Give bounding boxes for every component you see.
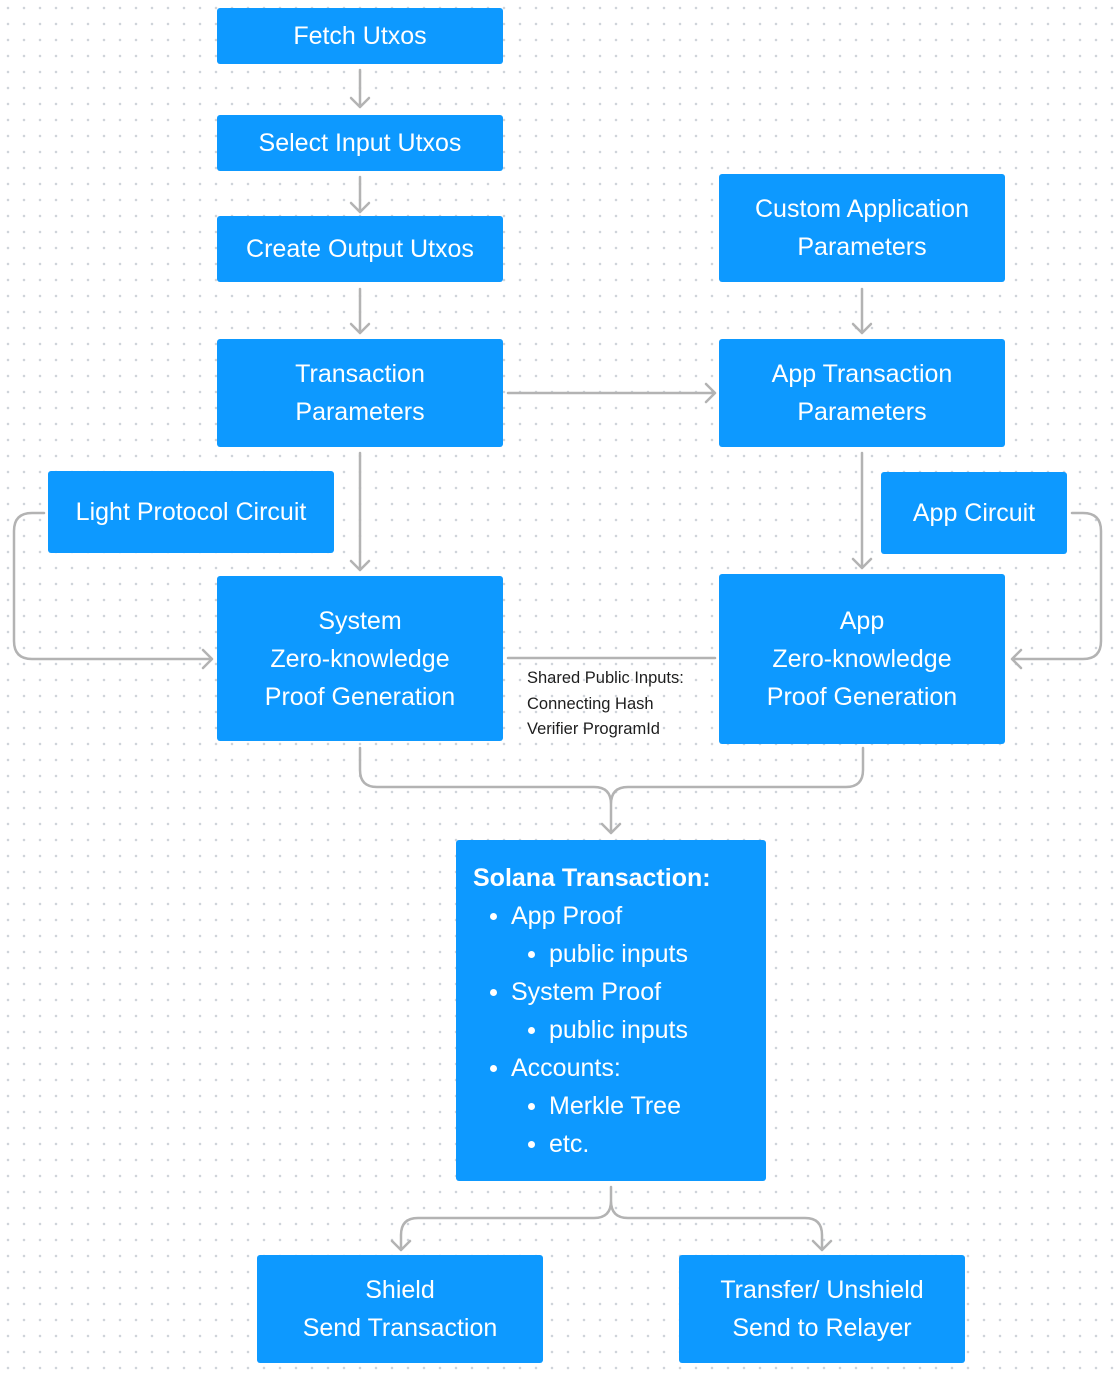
system-zk-proof-generation-label: System Zero-knowledge Proof Generation [264, 606, 456, 711]
shared-public-inputs-annotation: Shared Public Inputs: Connecting Hash Ve… [527, 666, 684, 743]
arrow-txparams-to-apptx [506, 382, 717, 404]
app-zk-proof-generation-label: App Zero-knowledge Proof Generation [766, 607, 958, 711]
transfer-unshield-label: Transfer/ Unshield Send to Relayer [720, 1276, 924, 1342]
shield-label: Shield Send Transaction [302, 1276, 498, 1342]
arrow-appcircuit-to-appzk [1010, 511, 1103, 670]
light-protocol-circuit-label: Light Protocol Circuit [75, 498, 307, 526]
list-subitem-etc: etc. [473, 1125, 766, 1163]
arrow-custom-to-apptx [851, 287, 873, 335]
arrow-lightcircuit-to-systemzk [12, 511, 214, 670]
arrow-zk-merge-to-solana [358, 746, 865, 835]
arrow-txparams-to-systemzk [349, 451, 371, 572]
transaction-parameters-box: Transaction Parameters [217, 339, 503, 447]
list-subitem-merkle-tree: Merkle Tree [473, 1087, 766, 1125]
arrow-create-to-txparams [349, 287, 371, 335]
select-input-utxos-box: Select Input Utxos [217, 115, 503, 171]
arrow-solana-split [390, 1185, 833, 1252]
arrow-select-to-create [349, 175, 371, 214]
app-transaction-parameters-box: App Transaction Parameters [719, 339, 1005, 447]
light-protocol-circuit-box: Light Protocol Circuit [48, 471, 334, 553]
list-item-app-proof: App Proof [473, 897, 766, 935]
system-zk-proof-generation-box: System Zero-knowledge Proof Generation [217, 576, 503, 741]
shared-input-connecting-hash: Connecting Hash [527, 694, 654, 713]
custom-application-parameters-box: Custom Application Parameters [719, 174, 1005, 282]
fetch-utxos-label: Fetch Utxos [293, 22, 427, 50]
list-item-accounts: Accounts: [473, 1049, 766, 1087]
app-zk-proof-generation-box: App Zero-knowledge Proof Generation [719, 574, 1005, 744]
create-output-utxos-label: Create Output Utxos [246, 235, 474, 263]
arrow-apptx-to-appzk [851, 451, 873, 570]
shared-input-verifier-programid: Verifier ProgramId [527, 720, 660, 738]
app-circuit-label: App Circuit [912, 499, 1036, 527]
shared-public-inputs-title: Shared Public Inputs: [527, 669, 684, 687]
list-item-system-proof: System Proof [473, 973, 766, 1011]
custom-application-parameters-label: Custom Application Parameters [754, 195, 969, 261]
fetch-utxos-box: Fetch Utxos [217, 8, 503, 64]
transaction-parameters-label: Transaction Parameters [295, 360, 425, 426]
transfer-unshield-box: Transfer/ Unshield Send to Relayer [679, 1255, 965, 1363]
shield-box: Shield Send Transaction [257, 1255, 543, 1363]
select-input-utxos-label: Select Input Utxos [258, 129, 462, 157]
create-output-utxos-box: Create Output Utxos [217, 216, 503, 282]
solana-transaction-box: Solana Transaction: App Proof public inp… [456, 840, 766, 1181]
arrow-fetch-to-select [349, 68, 371, 109]
list-subitem-system-public-inputs: public inputs [473, 1011, 766, 1049]
list-subitem-app-public-inputs: public inputs [473, 935, 766, 973]
app-transaction-parameters-label: App Transaction Parameters [771, 360, 953, 426]
app-circuit-box: App Circuit [881, 472, 1067, 554]
solana-transaction-title: Solana Transaction: [473, 864, 711, 892]
